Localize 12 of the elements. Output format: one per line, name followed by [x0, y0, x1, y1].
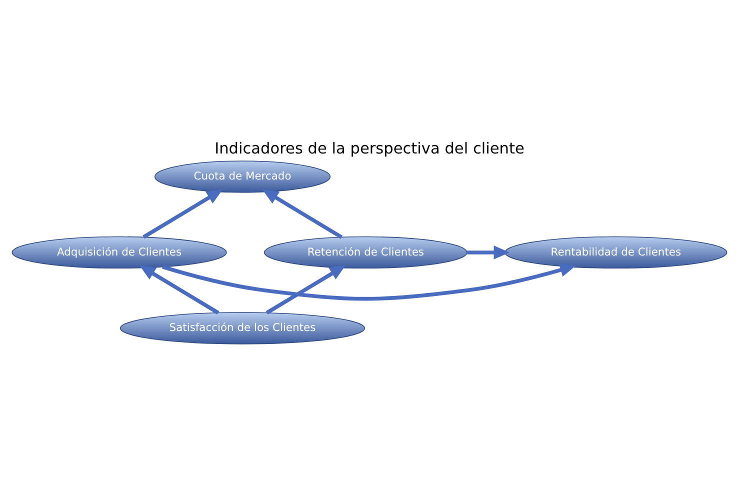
node-ellipse: Retención de Clientes [264, 236, 468, 268]
diagram-title: Indicadores de la perspectiva del cliente [214, 138, 524, 157]
node-ellipse: Rentabilidad de Clientes [504, 236, 728, 268]
arrow [266, 264, 346, 314]
arrow [467, 245, 510, 259]
node-ellipse: Adquisición de Clientes [12, 236, 227, 268]
node-ellipse: Satisfacción de los Clientes [120, 312, 366, 344]
arrow [262, 188, 343, 238]
arrow [142, 188, 223, 238]
arrow [140, 264, 220, 314]
node-ellipse: Cuota de Mercado [154, 160, 331, 192]
arrow [162, 262, 576, 300]
